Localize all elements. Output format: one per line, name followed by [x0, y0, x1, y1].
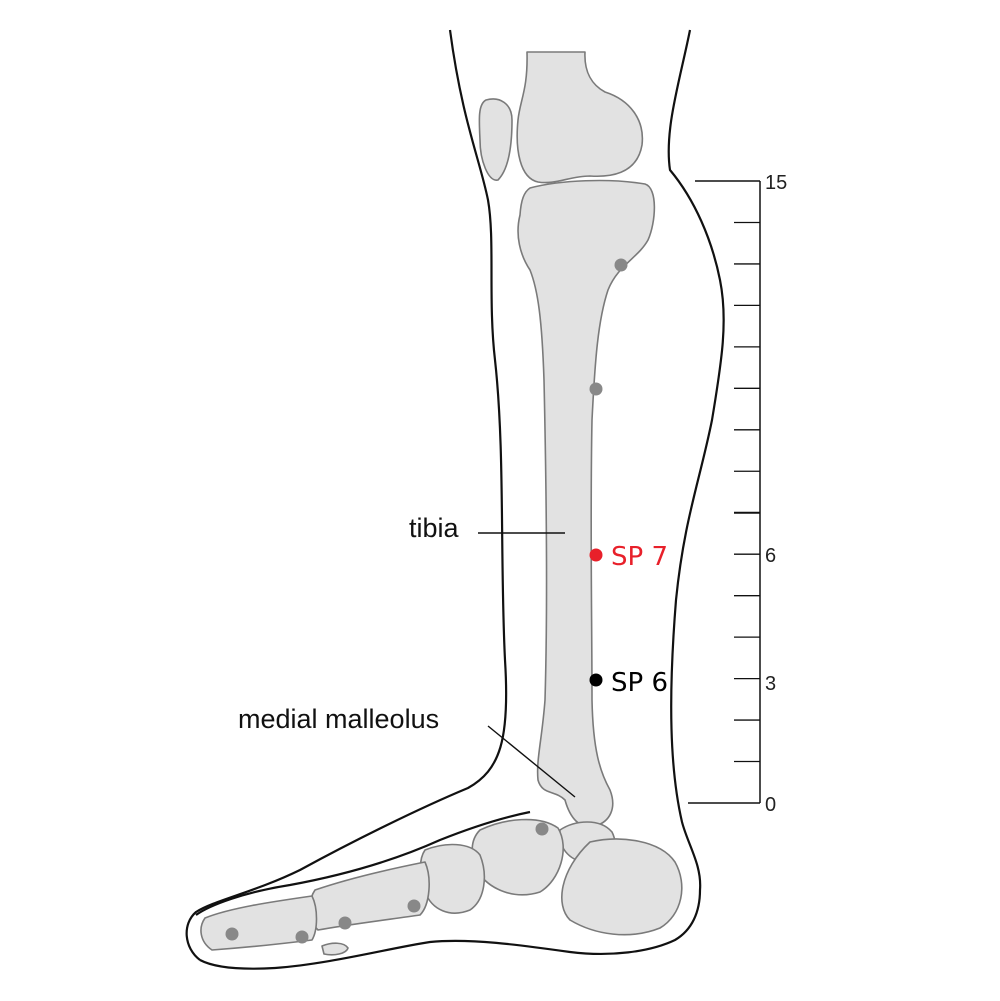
acupoint-sp6: SP 6 — [589, 668, 668, 698]
sp6-label: SP 6 — [611, 668, 668, 698]
scale-label-0: 0 — [765, 794, 776, 816]
sole-outline — [199, 29, 725, 970]
patella — [478, 98, 513, 181]
medial-malleolus-label: medial malleolus — [238, 704, 439, 734]
marker-dot — [614, 258, 628, 272]
scale-label-15: 15 — [765, 172, 787, 194]
sesamoid — [321, 942, 349, 956]
femur — [516, 51, 644, 184]
tibia-label: tibia — [409, 513, 460, 543]
measurement-scale: 15 6 3 0 — [688, 172, 787, 816]
scale-ticks — [734, 221, 760, 763]
tibia-callout: tibia — [409, 513, 565, 543]
posterior-leg-outline — [185, 29, 508, 961]
sp7-dot — [589, 548, 603, 562]
metatarsals — [309, 861, 430, 931]
scale-label-3: 3 — [765, 673, 776, 695]
marker-dot — [535, 822, 549, 836]
calcaneus — [561, 838, 683, 936]
sp7-label: SP 7 — [611, 542, 668, 572]
tibia-bone — [517, 179, 656, 828]
medial-malleolus-leader-line — [487, 725, 576, 798]
marker-dot — [295, 930, 309, 944]
marker-dot — [407, 899, 421, 913]
acupoint-sp7: SP 7 — [589, 542, 668, 572]
marker-dot — [225, 927, 239, 941]
leg-skin-outline — [185, 29, 725, 970]
navicular — [471, 818, 564, 896]
cuneiforms — [419, 843, 486, 914]
marker-dot — [338, 916, 352, 930]
scale-label-6: 6 — [765, 545, 776, 567]
reference-markers — [225, 258, 628, 944]
bones — [200, 51, 683, 956]
sp6-dot — [589, 673, 603, 687]
medial-malleolus-callout: medial malleolus — [238, 704, 576, 798]
foot-dorsum-outline — [195, 810, 531, 916]
marker-dot — [589, 382, 603, 396]
